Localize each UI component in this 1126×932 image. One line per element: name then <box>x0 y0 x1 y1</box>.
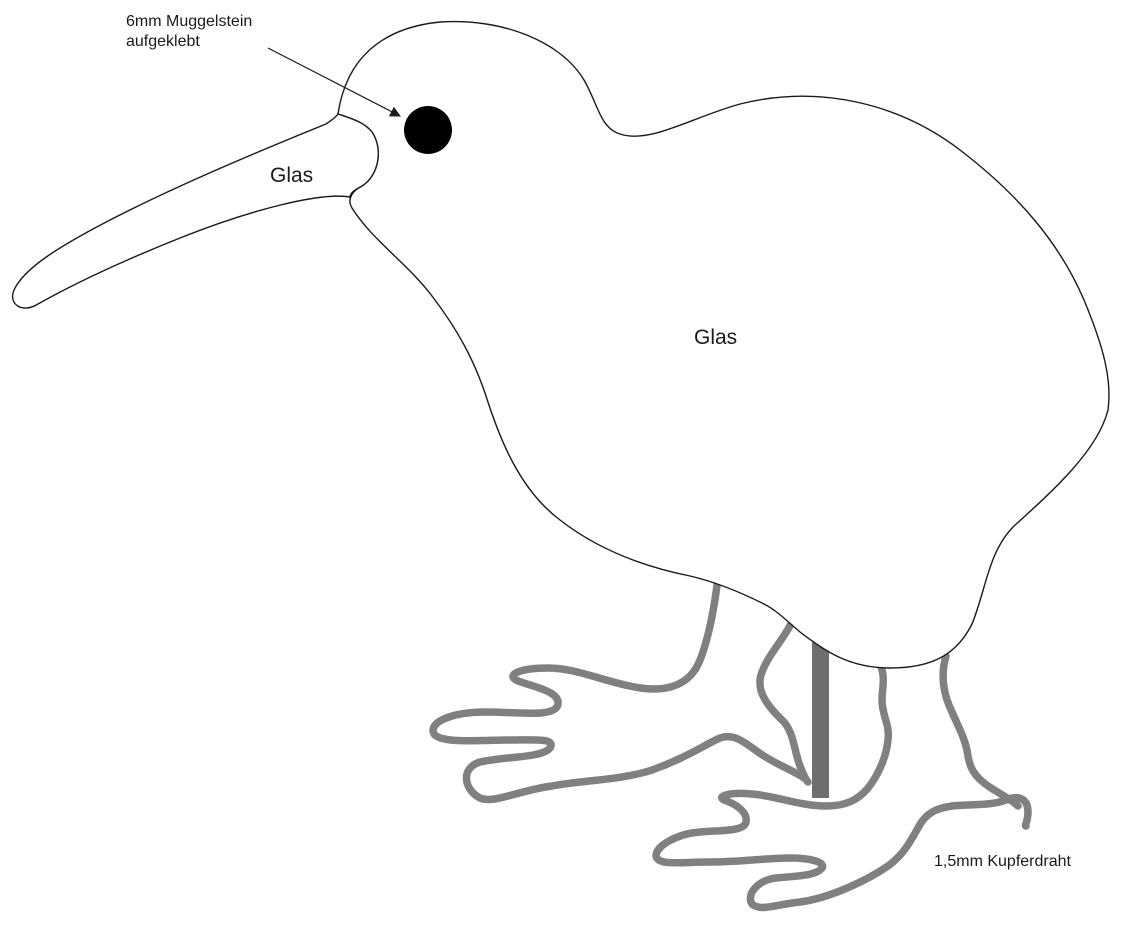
gem-note-line1: 6mm Muggelstein <box>126 13 252 30</box>
gem-note-line2: aufgeklebt <box>126 33 200 50</box>
beak-material-label: Glas <box>270 164 313 187</box>
beak-glass-outline <box>13 114 379 308</box>
eye-gem <box>404 106 452 154</box>
center-leg-wire <box>656 664 1028 907</box>
right-leg-wire <box>943 656 1018 806</box>
wire-note-label: 1,5mm Kupferdraht <box>934 853 1072 870</box>
body-material-label: Glas <box>694 326 737 349</box>
left-leg-wire <box>433 578 804 799</box>
